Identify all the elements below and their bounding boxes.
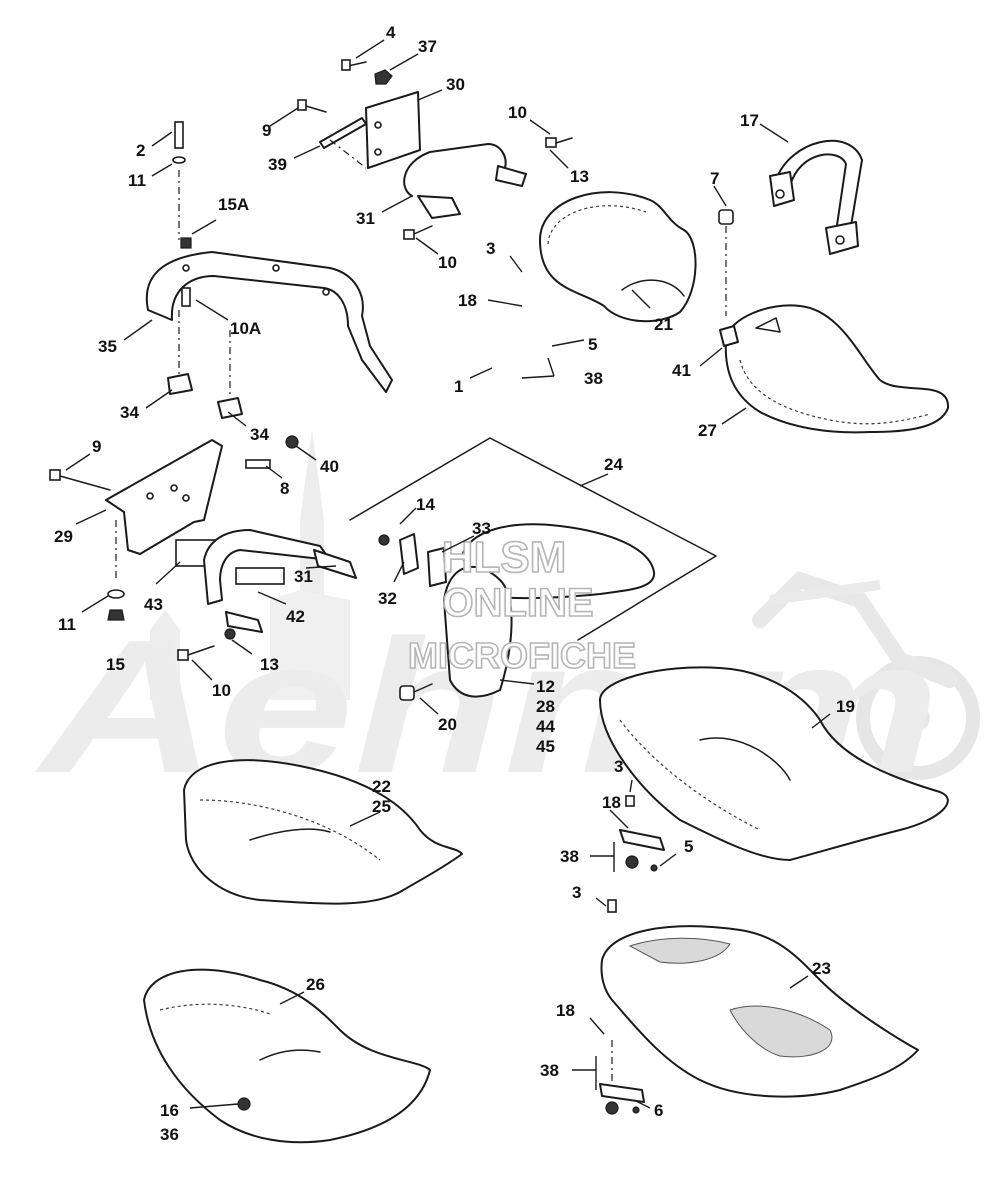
callout-20: 20 bbox=[438, 715, 457, 734]
callout-38: 38 bbox=[560, 847, 579, 866]
part-22-25-dual-seat bbox=[183, 759, 463, 905]
callout-6: 6 bbox=[654, 1101, 663, 1120]
callout-16: 16 bbox=[160, 1101, 179, 1120]
callout-41: 41 bbox=[672, 361, 691, 380]
callout-42: 42 bbox=[286, 607, 305, 626]
callout-10A: 10A bbox=[230, 319, 261, 338]
callout-1: 1 bbox=[454, 377, 463, 396]
callout-27: 27 bbox=[698, 421, 717, 440]
callout-28: 28 bbox=[536, 697, 555, 716]
callout-44: 44 bbox=[536, 717, 555, 736]
callout-5: 5 bbox=[588, 335, 597, 354]
callout-10: 10 bbox=[212, 681, 231, 700]
callout-24: 24 bbox=[604, 455, 623, 474]
part-17-grab-strap bbox=[769, 139, 863, 255]
part-27-rear-seat bbox=[718, 209, 950, 434]
part-30-license-plate-bracket bbox=[297, 59, 421, 169]
callout-2: 2 bbox=[136, 141, 145, 160]
callout-19: 19 bbox=[836, 697, 855, 716]
watermark-line-2: ONLINE bbox=[442, 581, 593, 625]
callout-15: 15 bbox=[106, 655, 125, 674]
callout-26: 26 bbox=[306, 975, 325, 994]
callout-45: 45 bbox=[536, 737, 555, 756]
callout-29: 29 bbox=[54, 527, 73, 546]
callout-10: 10 bbox=[438, 253, 457, 272]
callout-25: 25 bbox=[372, 797, 391, 816]
callout-7: 7 bbox=[710, 169, 719, 188]
callout-21: 21 bbox=[654, 315, 673, 334]
callout-11: 11 bbox=[58, 615, 76, 634]
callout-12: 12 bbox=[536, 677, 555, 696]
callout-11: 11 bbox=[128, 171, 146, 190]
part-21-solo-seat bbox=[539, 191, 697, 323]
callout-9: 9 bbox=[262, 121, 271, 140]
callout-8: 8 bbox=[280, 479, 289, 498]
part-23-seat bbox=[599, 899, 919, 1115]
part-31-lower-rail bbox=[177, 529, 357, 661]
callout-9: 9 bbox=[92, 437, 101, 456]
callout-33: 33 bbox=[472, 519, 491, 538]
callout-18: 18 bbox=[556, 1001, 575, 1020]
callout-38: 38 bbox=[540, 1061, 559, 1080]
callout-31: 31 bbox=[356, 209, 375, 228]
callout-3: 3 bbox=[572, 883, 581, 902]
callout-32: 32 bbox=[378, 589, 397, 608]
leader-lines bbox=[65, 39, 831, 1109]
part-35-handrail bbox=[145, 121, 393, 469]
callout-40: 40 bbox=[320, 457, 339, 476]
callout-10: 10 bbox=[508, 103, 527, 122]
callout-23: 23 bbox=[812, 959, 831, 978]
callout-43: 43 bbox=[144, 595, 163, 614]
callout-18: 18 bbox=[602, 793, 621, 812]
part-26-seat bbox=[143, 968, 431, 1144]
watermark-hlsm: HLSM ONLINE MICROFICHE bbox=[407, 532, 637, 677]
part-24-backrest-group bbox=[349, 437, 717, 701]
part-29-mount-bracket bbox=[49, 439, 223, 621]
callout-15A: 15A bbox=[218, 195, 249, 214]
callout-37: 37 bbox=[418, 37, 437, 56]
callout-labels: 4 37 30 9 39 10 13 31 10 17 2 11 15A 10A… bbox=[54, 23, 855, 1144]
callout-35: 35 bbox=[98, 337, 117, 356]
callout-38: 38 bbox=[584, 369, 603, 388]
callout-4: 4 bbox=[386, 23, 396, 42]
callout-30: 30 bbox=[446, 75, 465, 94]
callout-31: 31 bbox=[294, 567, 313, 586]
callout-34: 34 bbox=[120, 403, 139, 422]
callout-36: 36 bbox=[160, 1125, 179, 1144]
callout-14: 14 bbox=[416, 495, 435, 514]
callout-5: 5 bbox=[684, 837, 693, 856]
callout-13: 13 bbox=[260, 655, 279, 674]
part-31-upper-mount bbox=[403, 137, 573, 240]
watermark-line-1: HLSM bbox=[442, 533, 567, 582]
callout-13: 13 bbox=[570, 167, 589, 186]
watermark-line-3: MICROFICHE bbox=[408, 635, 636, 676]
callout-3: 3 bbox=[486, 239, 495, 258]
callout-39: 39 bbox=[268, 155, 287, 174]
callout-34: 34 bbox=[250, 425, 269, 444]
callout-3: 3 bbox=[614, 757, 623, 776]
callout-18: 18 bbox=[458, 291, 477, 310]
callout-22: 22 bbox=[372, 777, 391, 796]
part-19-touring-seat bbox=[599, 666, 949, 872]
callout-17: 17 bbox=[740, 111, 759, 130]
